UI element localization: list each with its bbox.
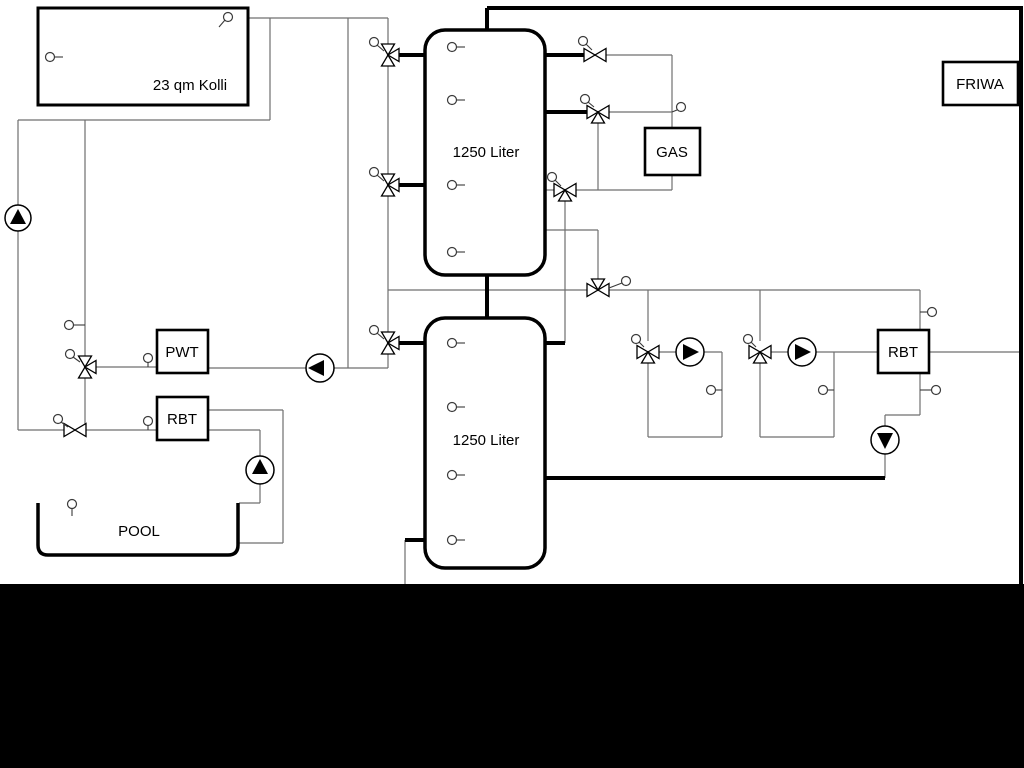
boiler-return-valve-icon [553, 182, 577, 202]
pwt-heat-exchanger: PWT [155, 328, 210, 375]
sensor-icon [142, 352, 154, 364]
sensor-icon [44, 51, 56, 63]
thin-pipes [17, 17, 1019, 584]
rbt-left-label: RBT [167, 411, 197, 428]
heating-circuit2-mixing-valve-icon [748, 344, 772, 364]
heating-circuit1-mixing-valve-icon [636, 344, 660, 364]
actuator-icon [620, 275, 632, 287]
actuator-icon [64, 348, 76, 360]
sensor-icon [675, 101, 687, 113]
three-way-valve-tank-top-icon [380, 43, 400, 67]
sensor-icon [63, 319, 75, 331]
three-way-valve-tank-mid-icon [380, 173, 400, 197]
solar-pump-icon [4, 204, 32, 232]
sensors [44, 11, 942, 546]
pwt-label: PWT [165, 344, 198, 361]
sensor-icon [930, 384, 942, 396]
pwt-three-way-valve-icon [77, 355, 97, 379]
buffer-tank-bottom-label: 1250 Liter [453, 432, 520, 449]
rbt-right-label: RBT [888, 344, 918, 361]
actuator-icon [577, 35, 589, 47]
circulation-pump-icon [870, 425, 900, 455]
heating-circuit1-pump-icon [675, 337, 705, 367]
solar-collector-label: 23 qm Kolli [153, 77, 227, 94]
actuator-icon [368, 166, 380, 178]
pool-pump-icon [245, 455, 275, 485]
pool-label: POOL [118, 523, 160, 540]
tank-sensor-icon [446, 337, 458, 349]
sensor-icon [222, 11, 234, 23]
solar-collector: 23 qm Kolli [36, 6, 250, 107]
sensor-icon [705, 384, 717, 396]
sensor-icon [817, 384, 829, 396]
rbt-right: RBT [876, 328, 931, 375]
tank-sensor-icon [446, 469, 458, 481]
actuator-icon [52, 413, 64, 425]
tank-sensor-icon [446, 534, 458, 546]
actuator-icon [742, 333, 754, 345]
friwa-label: FRIWA [956, 76, 1004, 93]
sensor-icon [926, 306, 938, 318]
tank-sensor-icon [446, 401, 458, 413]
sensor-icon [142, 415, 154, 427]
boiler-mixing-valve-icon [586, 104, 610, 124]
tank-sensor-icon [446, 94, 458, 106]
friwa-station: FRIWA [941, 60, 1020, 107]
buffer-tank-top: 1250 Liter [423, 28, 547, 277]
actuator-icon [368, 36, 380, 48]
tank-sensor-icon [446, 41, 458, 53]
actuator-icon [546, 171, 558, 183]
boiler-shutoff-valve-icon [583, 47, 607, 63]
thick-pipes [399, 6, 1023, 584]
heating-supply-three-way-valve-icon [586, 278, 610, 298]
heating-circuit2-pump-icon [787, 337, 817, 367]
sensor-icon [66, 498, 78, 510]
pool-basin: POOL [36, 503, 240, 557]
rbt-left: RBT [155, 395, 210, 442]
gas-boiler: GAS [643, 126, 702, 177]
tank-sensor-icon [446, 179, 458, 191]
tank-sensor-icon [446, 246, 458, 258]
gas-boiler-label: GAS [656, 144, 688, 161]
buffer-tank-top-label: 1250 Liter [453, 144, 520, 161]
bottom-mask-bar [0, 584, 1024, 768]
actuator-icon [368, 324, 380, 336]
three-way-valve-tank-bottom-icon [380, 331, 400, 355]
actuator-icon [630, 333, 642, 345]
pwt-pump-icon [305, 353, 335, 383]
buffer-tank-bottom: 1250 Liter [423, 316, 547, 570]
actuator-icon [579, 93, 591, 105]
